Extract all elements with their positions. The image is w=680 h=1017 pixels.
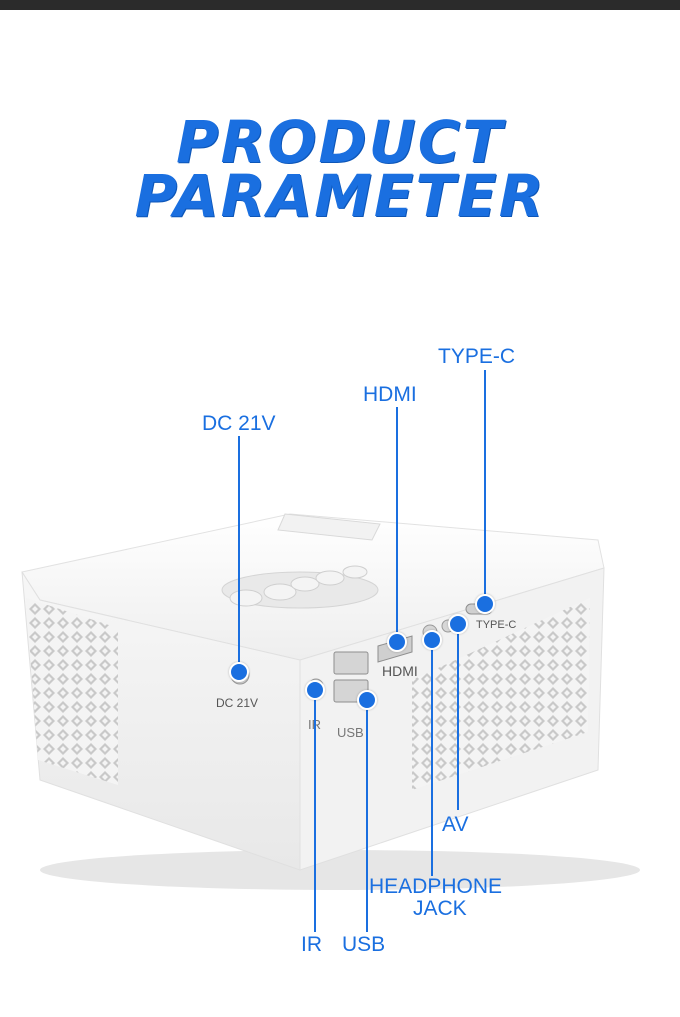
- marking-dc: DC 21V: [216, 696, 259, 710]
- dot-av: [448, 614, 468, 634]
- dot-typec: [475, 594, 495, 614]
- ground-shadow: [40, 850, 640, 890]
- line-av: [457, 622, 459, 810]
- right-grille: [412, 598, 590, 790]
- label-headphone-line1: HEADPHONE: [369, 875, 503, 898]
- label-usb: USB: [342, 933, 386, 956]
- svg-text:TYPE-C: TYPE-C: [476, 619, 516, 631]
- dot-ir: [305, 680, 325, 700]
- line-headphone: [431, 640, 433, 876]
- heading-line-1: PRODUCT: [176, 108, 504, 176]
- label-ir: IR: [301, 933, 322, 956]
- dot-dc: [229, 662, 249, 682]
- marking-hdmi: HDMI: [382, 663, 418, 679]
- label-hdmi: HDMI: [363, 383, 417, 406]
- label-typec: TYPE-C: [438, 345, 516, 368]
- label-dc: DC 21V: [202, 412, 276, 435]
- line-dc: [238, 436, 240, 672]
- dot-hdmi: [387, 632, 407, 652]
- heading-line-2: PARAMETER: [134, 162, 546, 230]
- label-av: AV: [442, 813, 469, 836]
- lens-window: [277, 513, 381, 541]
- line-typec: [484, 370, 486, 602]
- dot-usb: [357, 690, 377, 710]
- line-usb: [366, 700, 368, 932]
- marking-usb: USB: [337, 725, 364, 740]
- label-headphone-line2: JACK: [413, 897, 467, 920]
- dot-headphone: [422, 630, 442, 650]
- usb-port-top: [333, 651, 369, 675]
- line-ir: [314, 688, 316, 932]
- top-bar: [0, 0, 680, 10]
- left-grille: [26, 598, 118, 785]
- line-hdmi: [396, 407, 398, 639]
